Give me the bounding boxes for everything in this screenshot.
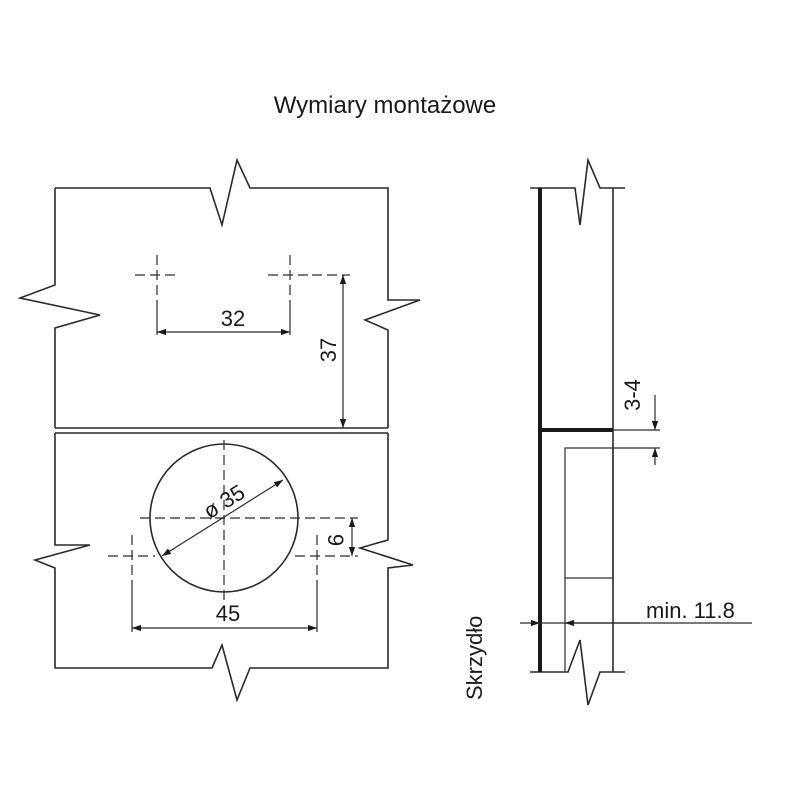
skrzydlo-label: Skrzydło — [462, 616, 487, 700]
cabinet-panel-outline — [17, 157, 421, 428]
side-top-break — [530, 156, 625, 226]
cup-recess — [564, 447, 614, 579]
dim37-label: 37 — [316, 338, 341, 362]
dim34-label: 3-4 — [620, 379, 645, 411]
door-panel-outline — [32, 433, 414, 703]
side-bottom-break — [530, 639, 625, 706]
diagram-title: Wymiary montażowe — [274, 92, 497, 119]
dim35-line — [161, 479, 284, 557]
dim45-label: 45 — [216, 601, 240, 626]
side-view: 3-4 min. 11.8 Skrzydło — [462, 156, 752, 706]
front-view: 32 37 ø 35 9 45 — [17, 157, 421, 703]
min-label: min. 11.8 — [646, 598, 735, 623]
dim9-label: 9 — [323, 534, 348, 546]
dim32-label: 32 — [221, 306, 245, 331]
